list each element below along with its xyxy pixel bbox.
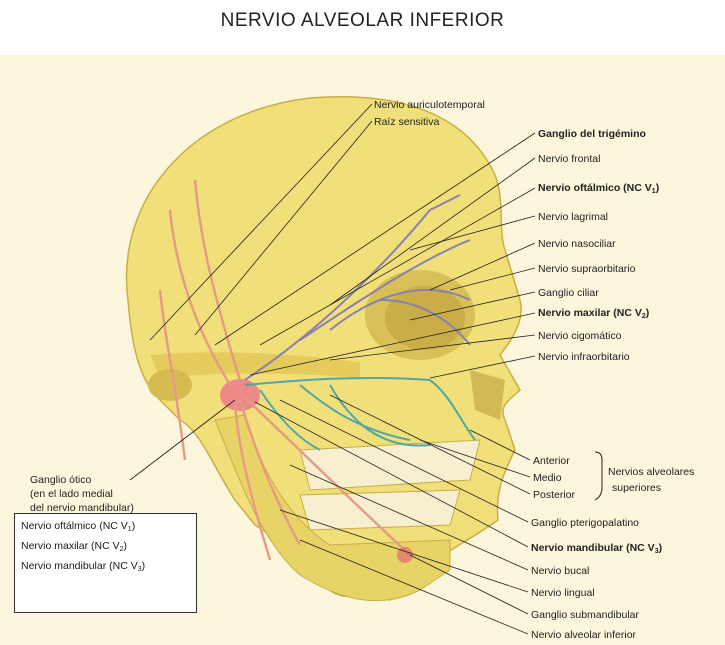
ear-region (148, 369, 192, 401)
orbit-inner (385, 286, 465, 350)
label-alveolares-1: Nervios alveolares (608, 466, 694, 478)
label-nervio-bucal: Nervio bucal (531, 565, 589, 577)
legend-maxilar: Nervio maxilar (NC V2) (21, 540, 127, 553)
label-alveolares-2: superiores (612, 482, 661, 494)
label-nervio-cigomatico: Nervio cigomático (538, 330, 621, 342)
label-ganglio-ciliar: Ganglio ciliar (538, 287, 599, 299)
label-nervio-frontal: Nervio frontal (538, 153, 600, 165)
label-anterior: Anterior (533, 455, 570, 467)
legend-box: Nervio oftálmico (NC V1) Nervio maxilar … (14, 513, 197, 613)
label-nervio-lingual: Nervio lingual (531, 587, 595, 599)
label-ganglio-submandibular: Ganglio submandibular (531, 609, 639, 621)
label-medio: Medio (533, 472, 562, 484)
label-auriculotemporal: Nervio auriculotemporal (374, 99, 485, 111)
label-nervio-oftalmico: Nervio oftálmico (NC V1) (538, 182, 659, 198)
label-nervio-supraorbitario: Nervio supraorbitario (538, 263, 635, 275)
label-nervio-nasociliar: Nervio nasociliar (538, 238, 616, 250)
legend-mandibular: Nervio mandibular (NC V3) (21, 560, 145, 573)
label-ganglio-trigemino: Ganglio del trigémino (538, 128, 646, 140)
label-nervio-lagrimal: Nervio lagrimal (538, 211, 608, 223)
label-nervio-infraorbitario: Nervio infraorbitario (538, 351, 630, 363)
label-posterior: Posterior (533, 489, 575, 501)
lower-teeth (300, 490, 460, 530)
label-otico-line2: (en el lado medial (30, 488, 113, 500)
label-raiz-sensitiva: Raíz sensitiva (374, 116, 439, 128)
label-ganglio-pterigopalatino: Ganglio pterigopalatino (531, 517, 639, 529)
legend-oftalmico: Nervio oftálmico (NC V1) (21, 520, 135, 533)
label-nervio-maxilar: Nervio maxilar (NC V2) (538, 307, 649, 323)
label-nervio-alveolar-inferior: Nervio alveolar inferior (531, 629, 636, 641)
label-ganglio-otico: Ganglio ótico (30, 474, 91, 486)
label-nervio-mandibular: Nervio mandibular (NC V3) (531, 542, 662, 558)
